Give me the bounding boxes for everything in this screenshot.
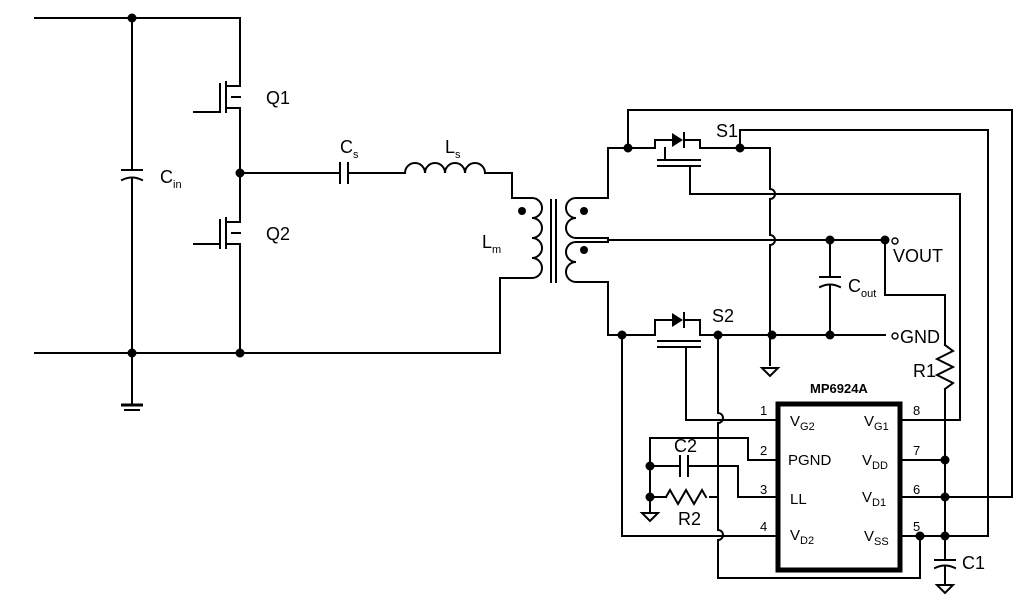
ground-icon	[121, 403, 143, 411]
input-capacitor-cin	[120, 17, 144, 406]
pin-vdd-label: VDD	[862, 452, 888, 472]
mp6924a-chip	[775, 401, 903, 573]
cs-label: Cs	[340, 137, 359, 161]
gnd-label: GND	[900, 327, 940, 347]
pin-2-number: 2	[760, 443, 767, 458]
pin-vd2-label: VD2	[790, 527, 814, 547]
output-network	[818, 235, 956, 546]
secondary-windings	[565, 147, 831, 336]
chip-name: MP6924A	[810, 381, 868, 396]
c1-label: C1	[962, 553, 985, 573]
resonant-inductor-ls	[403, 162, 513, 199]
cin-label: Cin	[160, 167, 182, 191]
resonant-capacitor-cs	[239, 162, 406, 184]
s2-label: S2	[712, 306, 734, 326]
chip-left-wiring	[621, 334, 779, 579]
magnetizing-inductor-lm	[499, 197, 543, 354]
pin-1-number: 1	[760, 403, 767, 418]
pin-pgnd-label: PGND	[788, 452, 832, 469]
pin-5-number: 5	[913, 519, 920, 534]
vout-label: VOUT	[893, 246, 943, 266]
r1-label: R1	[913, 361, 936, 381]
q1-label: Q1	[266, 88, 290, 108]
c2-label: C2	[674, 436, 697, 456]
pin-vg2-label: VG2	[790, 413, 815, 433]
s1-label: S1	[716, 121, 738, 141]
pin-vg1-label: VG1	[864, 413, 889, 433]
pin-4-number: 4	[760, 519, 767, 534]
input-rails	[34, 13, 501, 358]
pin-6-number: 6	[913, 482, 920, 497]
q2-label: Q2	[266, 224, 290, 244]
mosfet-q1	[193, 17, 241, 174]
ground-drop-s1-source	[759, 147, 781, 378]
mosfet-q2	[193, 172, 241, 354]
pin-8-number: 8	[913, 403, 920, 418]
pin-3-number: 3	[760, 482, 767, 497]
pin-vd1-label: VD1	[862, 489, 886, 509]
pin-vss-label: VSS	[864, 528, 889, 548]
lm-label: Lm	[482, 232, 501, 256]
chip-right-wiring	[717, 455, 957, 595]
transformer-core	[550, 199, 557, 283]
pin-7-number: 7	[913, 443, 920, 458]
sync-rectifier-s2	[607, 312, 886, 421]
r2-label: R2	[678, 509, 701, 529]
cout-label: Cout	[848, 276, 876, 300]
c2-r2-network	[639, 455, 708, 523]
ls-label: Ls	[445, 137, 461, 161]
feedback-loops	[627, 109, 1013, 537]
sync-rectifier-s1	[607, 132, 961, 195]
pin-ll-label: LL	[790, 491, 807, 508]
